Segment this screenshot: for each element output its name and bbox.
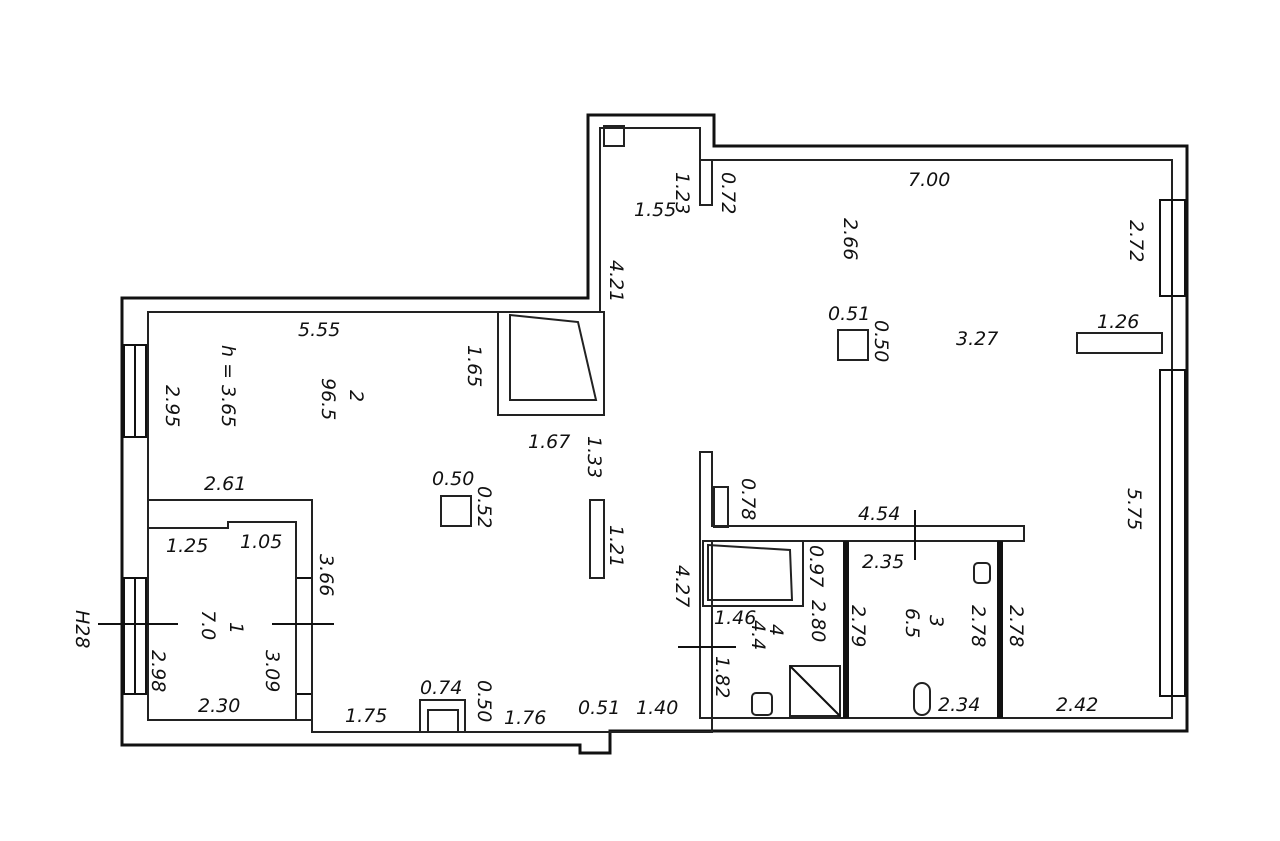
wardrobe-door <box>707 543 794 601</box>
dim-label: 2.42 <box>1056 694 1098 716</box>
dim-label: 3.66 <box>315 554 337 596</box>
dim-label: 3.09 <box>261 650 283 692</box>
dim-label: 0.50 <box>870 320 892 362</box>
dimension-labels: 1.23 0.72 1.55 7.00 2.66 2.72 4.21 0.51 … <box>71 169 1147 729</box>
toilet-icon <box>913 682 931 716</box>
outer-wall <box>120 113 1189 755</box>
dim-label: 1.67 <box>528 431 570 453</box>
dim-label: 1.26 <box>1097 311 1139 333</box>
dim-label: 2.78 <box>967 605 989 647</box>
room-1-number: 1 <box>225 622 247 634</box>
room-3-area: 6.5 <box>901 608 923 638</box>
dim-label: 0.72 <box>717 172 739 214</box>
niche <box>427 709 459 733</box>
room-4-area: 4.4 <box>747 620 769 650</box>
shower <box>789 665 841 717</box>
room1-inner-wall <box>148 521 297 720</box>
closet <box>497 311 605 416</box>
room-2-area: 96.5 <box>317 378 339 420</box>
dim-label: 0.51 <box>828 303 870 325</box>
dim-label: 2.80 <box>807 600 829 642</box>
shaft <box>603 125 625 147</box>
dim-label: 3.27 <box>956 328 998 350</box>
section-mark: H28 <box>71 610 93 648</box>
bath-wall <box>843 541 849 718</box>
dim-label: 2.61 <box>204 473 246 495</box>
dim-label: 1.82 <box>711 656 733 698</box>
dim-label: 1.75 <box>345 705 387 727</box>
room-1-area: 7.0 <box>197 610 219 640</box>
partition <box>1076 332 1163 354</box>
window <box>295 577 313 695</box>
column <box>837 329 869 361</box>
partition <box>589 499 605 579</box>
dim-label: 1.65 <box>463 345 485 387</box>
bathroom-walls <box>699 451 1025 719</box>
dim-label: 1.55 <box>634 199 676 221</box>
dim-label: 2.35 <box>862 551 904 573</box>
dim-label: 0.50 <box>432 468 474 490</box>
dim-label: 2.79 <box>847 605 869 647</box>
partition <box>699 159 713 206</box>
dim-label: 1.46 <box>714 607 756 629</box>
dim-label: 0.74 <box>420 677 462 699</box>
dim-label: 0.51 <box>578 697 620 719</box>
wardrobe <box>702 540 804 607</box>
sink-icon <box>973 562 991 584</box>
duct <box>713 486 729 528</box>
dim-label: 5.55 <box>298 319 340 341</box>
dim-label: 0.52 <box>473 486 495 528</box>
room1-wall <box>148 499 313 732</box>
dim-label: 1.05 <box>240 531 282 553</box>
dim-label: 0.50 <box>473 680 495 722</box>
room-2-number: 2 <box>345 390 367 402</box>
dim-label: 1.21 <box>605 525 627 567</box>
bath-wall <box>997 541 1003 718</box>
dim-label: 7.00 <box>908 169 950 191</box>
room-4-number: 4 <box>765 624 787 636</box>
dim-label: 0.78 <box>737 478 759 520</box>
dim-label: 0.97 <box>805 545 827 587</box>
dim-label: 5.75 <box>1123 488 1145 530</box>
sink-icon <box>751 692 773 716</box>
dim-label: 2.30 <box>198 695 240 717</box>
dim-label: 4.21 <box>605 260 627 302</box>
dim-label: h = 3.65 <box>217 345 239 427</box>
dim-label: 1.33 <box>583 436 605 478</box>
dim-label: 2.95 <box>161 385 183 427</box>
dim-label: 2.72 <box>1125 220 1147 262</box>
dim-label: 2.66 <box>839 218 861 260</box>
dim-label: 4.27 <box>671 565 693 607</box>
dim-label: 1.40 <box>636 697 678 719</box>
closet-door <box>509 313 598 401</box>
dim-label: 1.25 <box>166 535 208 557</box>
column <box>440 495 472 527</box>
dim-label: 1.23 <box>671 172 693 214</box>
dim-label: 2.98 <box>147 650 169 692</box>
dim-label: 4.54 <box>858 503 900 525</box>
room-3-number: 3 <box>925 615 947 627</box>
dim-label: 2.78 <box>1005 605 1027 647</box>
dim-label: 2.34 <box>938 694 980 716</box>
dim-label: 1.76 <box>504 707 546 729</box>
